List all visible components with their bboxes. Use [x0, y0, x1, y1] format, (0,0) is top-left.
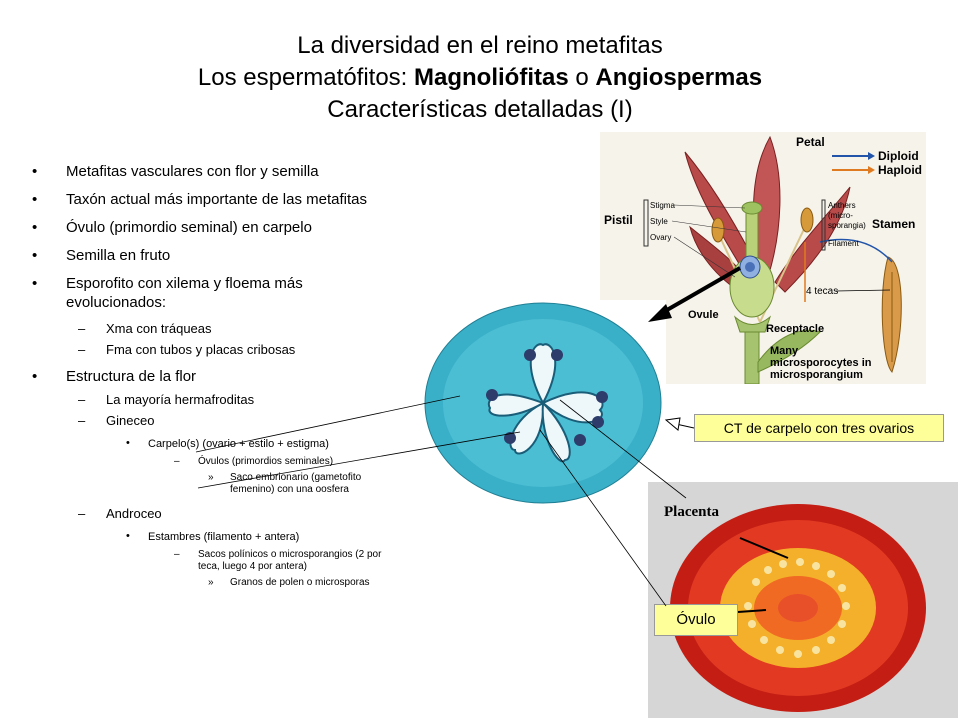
sub-bullet-item: – Fma con tubos y placas cribosas — [26, 342, 396, 358]
callout-ovulo-text: Óvulo — [676, 611, 716, 628]
label-filament: Filament — [828, 239, 859, 248]
bullet-item: • Óvulo (primordio seminal) en carpelo — [26, 218, 396, 237]
bullet-text: Carpelo(s) (ovario + estilo + estigma) — [148, 438, 329, 450]
bullet-marker: – — [78, 413, 86, 428]
callout-ovulo: Óvulo — [654, 604, 738, 636]
bullet-marker: – — [174, 456, 180, 467]
title-line-1: La diversidad en el reino metafitas — [297, 32, 663, 59]
bullet-text: Esporofito con xilema y floema más evolu… — [66, 275, 303, 311]
label-many-line-3: microsporangium — [770, 369, 863, 381]
bullet-marker: » — [208, 472, 214, 483]
level-5-bullet-item: » Granos de polen o microsporas — [26, 577, 396, 589]
bullet-item: • Metafitas vasculares con flor y semilla — [26, 162, 396, 181]
bullet-text: Semilla en fruto — [66, 247, 171, 264]
label-diploid: Diploid — [878, 149, 919, 163]
bullet-marker: – — [78, 342, 86, 357]
level-4-bullet-item: – Óvulos (primordios seminales) — [26, 456, 396, 468]
bullet-marker: • — [32, 219, 38, 236]
bullet-marker: – — [174, 549, 180, 560]
bullet-marker: • — [32, 275, 38, 292]
bullet-marker: • — [32, 368, 38, 385]
level-4-bullet-item: – Sacos polínicos o microsporangios (2 po… — [26, 549, 396, 573]
label-many-line-2: microsporocytes in — [770, 357, 872, 369]
title-magnoliofitas: Magnoliófitas — [414, 64, 569, 91]
bullet-marker: – — [78, 506, 86, 521]
label-anthers: Anthers — [828, 201, 856, 210]
label-ovule: Ovule — [688, 309, 719, 321]
callout-arrow-head — [664, 417, 681, 431]
bullet-text: Taxón actual más importante de las metaf… — [66, 191, 367, 208]
flower-diagram: Petal Diploid Haploid Pistil Stigma Styl… — [600, 132, 926, 384]
label-petal: Petal — [796, 135, 825, 149]
label-haploid: Haploid — [878, 163, 922, 177]
bullet-text: Estructura de la flor — [66, 368, 197, 385]
bullet-text: Androceo — [106, 506, 162, 521]
label-style: Style — [650, 217, 668, 226]
tomato-cross-section-image: Placenta — [648, 482, 958, 718]
bullet-item: • Esporofito con xilema y floema más evol… — [26, 274, 396, 312]
pointer-carpelo — [195, 395, 461, 453]
bullet-text: Óvulos (primordios seminales) — [198, 456, 334, 467]
bullet-marker: – — [78, 392, 86, 407]
level-5-bullet-item: » Saco embrionario (gametofito femenino) … — [26, 472, 396, 496]
pointer-ovulo — [539, 429, 667, 607]
label-stigma: Stigma — [650, 201, 675, 210]
label-stamen: Stamen — [872, 217, 915, 231]
label-anthers-sub-2: sporangia) — [828, 221, 866, 230]
sub-bullet-item: – Xma con tráqueas — [26, 321, 396, 337]
bullet-text: Saco embrionario (gametofito femenino) c… — [230, 472, 362, 495]
label-pistil: Pistil — [604, 213, 633, 227]
bullet-marker: • — [32, 247, 38, 264]
bullet-text: Gineceo — [106, 413, 155, 428]
bullet-marker: – — [78, 321, 86, 336]
label-placenta: Placenta — [664, 504, 719, 520]
bullet-list: • Metafitas vasculares con flor y semilla… — [26, 162, 396, 593]
label-4-tecas: 4 tecas — [806, 286, 838, 297]
bullet-text: La mayoría hermafroditas — [106, 392, 255, 407]
callout-ct-carpelo: CT de carpelo con tres ovarios — [694, 414, 944, 442]
title-angiospermas: Angiospermas — [595, 64, 763, 91]
bullet-item: • Semilla en fruto — [26, 246, 396, 265]
label-many-line-1: Many — [770, 345, 799, 357]
bullet-marker: • — [32, 163, 38, 180]
arrow-head — [648, 304, 672, 322]
bullet-marker: • — [32, 191, 38, 208]
sub-bullet-item: – Androceo — [26, 506, 396, 522]
bullet-item: • Estructura de la flor — [26, 367, 396, 386]
title-line-2: Los espermatófitos: Magnoliófitas o Angi… — [60, 62, 900, 94]
bullet-text: Metafitas vasculares con flor y semilla — [66, 163, 319, 180]
sub-sub-bullet-item: • Estambres (filamento + antera) — [26, 530, 396, 544]
sub-bullet-item: – Gineceo — [26, 413, 396, 429]
title-line-2-prefix: Los espermatófitos: — [197, 64, 415, 91]
bullet-text: Estambres (filamento + antera) — [148, 531, 300, 543]
bullet-text: Granos de polen o microsporas — [230, 577, 370, 588]
sub-sub-bullet-item: • Carpelo(s) (ovario + estilo + estigma) — [26, 437, 396, 451]
pointer-placenta — [559, 399, 687, 499]
bullet-text: Fma con tubos y placas cribosas — [106, 342, 296, 357]
carpel-cross-section-image — [420, 300, 666, 506]
bullet-text: Xma con tráqueas — [106, 321, 212, 336]
ovary-to-section-arrow — [659, 266, 741, 316]
label-ovary: Ovary — [650, 233, 671, 242]
callout-ct-text: CT de carpelo con tres ovarios — [723, 420, 915, 436]
bullet-marker: • — [126, 530, 130, 542]
pointer-ovulos — [197, 431, 521, 489]
title-line-2-mid: o — [568, 64, 596, 91]
bullet-item: • Taxón actual más importante de las meta… — [26, 190, 396, 209]
title-line-3: Características detalladas (I) — [327, 96, 633, 123]
sub-bullet-item: – La mayoría hermafroditas — [26, 392, 396, 408]
label-receptacle: Receptacle — [766, 323, 824, 335]
bullet-marker: » — [208, 577, 214, 588]
label-anthers-sub-1: (micro- — [828, 211, 853, 220]
bullet-text: Óvulo (primordio seminal) en carpelo — [66, 219, 312, 236]
bullet-text: Sacos polínicos o microsporangios (2 por… — [198, 549, 382, 572]
slide-title: La diversidad en el reino metafitas Los … — [60, 30, 900, 126]
bullet-marker: • — [126, 437, 130, 449]
